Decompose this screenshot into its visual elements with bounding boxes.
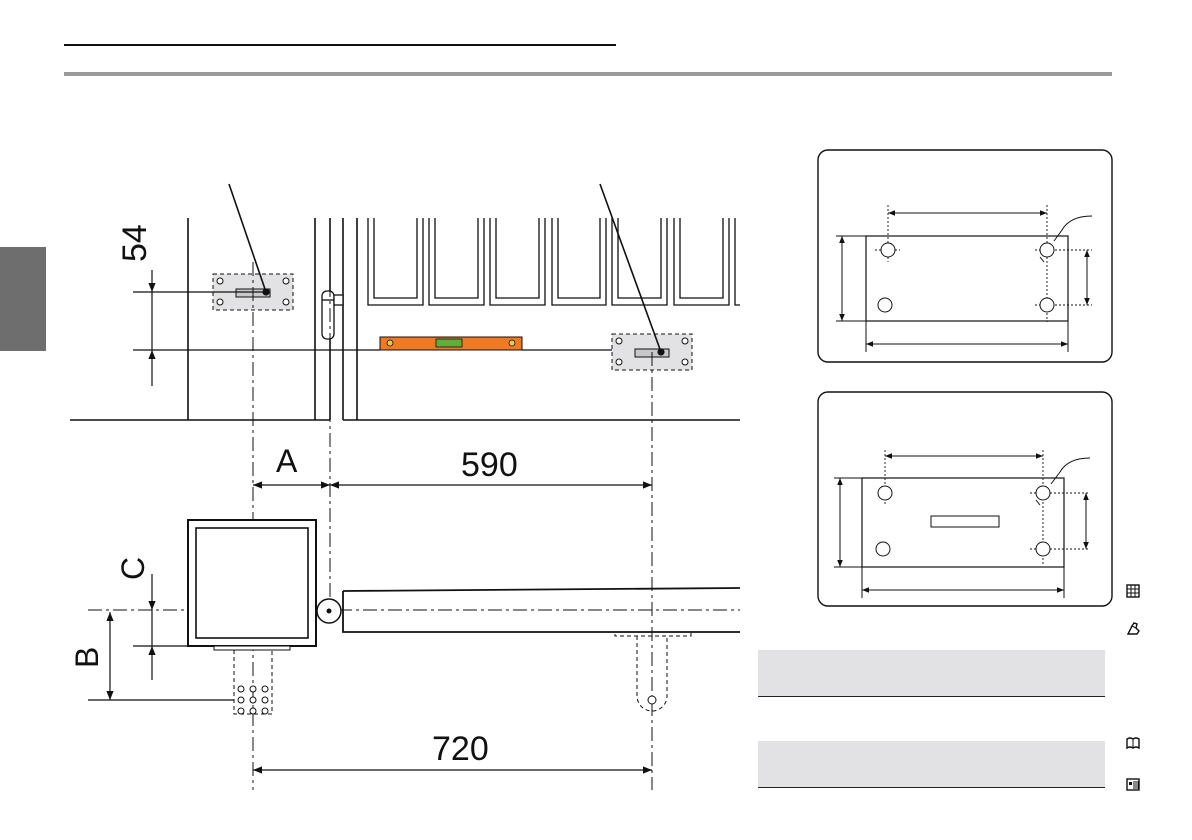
detail-panel-top: [818, 150, 1112, 362]
hand-tool-icon: [1125, 620, 1141, 636]
dimension-a-label: A: [276, 443, 298, 479]
dimension-b-label: B: [69, 647, 105, 668]
spec-table-rule-2: [758, 787, 1105, 788]
dimension-720-label: 720: [432, 730, 489, 768]
dimension-54-label: 54: [116, 224, 154, 262]
motor-box: [188, 520, 316, 650]
gate-frame: [70, 218, 740, 420]
leader-lines: [229, 184, 661, 352]
gate-bars: [368, 218, 740, 305]
dimension-c: [133, 574, 188, 680]
dimension-54: [133, 270, 612, 386]
dimension-590-label: 590: [461, 446, 518, 484]
motor-post-holes: [238, 686, 268, 714]
gate-post-hole: [648, 696, 656, 704]
spec-table-band-1: [758, 650, 1105, 696]
spec-table-band-2: [758, 741, 1105, 787]
film-strip-icon: [1125, 776, 1141, 792]
dimension-c-label: C: [115, 557, 151, 580]
spirit-level: [380, 337, 522, 350]
book-icon: [1125, 735, 1141, 751]
grid-icon: [1125, 583, 1141, 599]
detail-panel-bottom: [818, 392, 1112, 606]
spec-table-rule-1: [758, 696, 1105, 697]
gate-hinge: [322, 291, 343, 339]
